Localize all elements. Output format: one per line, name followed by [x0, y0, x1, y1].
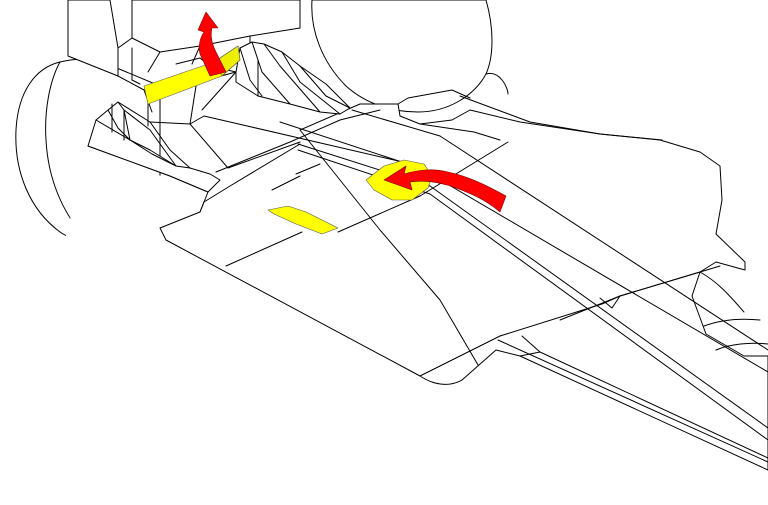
front-wheel — [311, 0, 509, 113]
floor-slot — [267, 205, 339, 235]
inlet-flow-arrow — [383, 165, 507, 213]
exit-flow-arrow — [197, 11, 227, 77]
